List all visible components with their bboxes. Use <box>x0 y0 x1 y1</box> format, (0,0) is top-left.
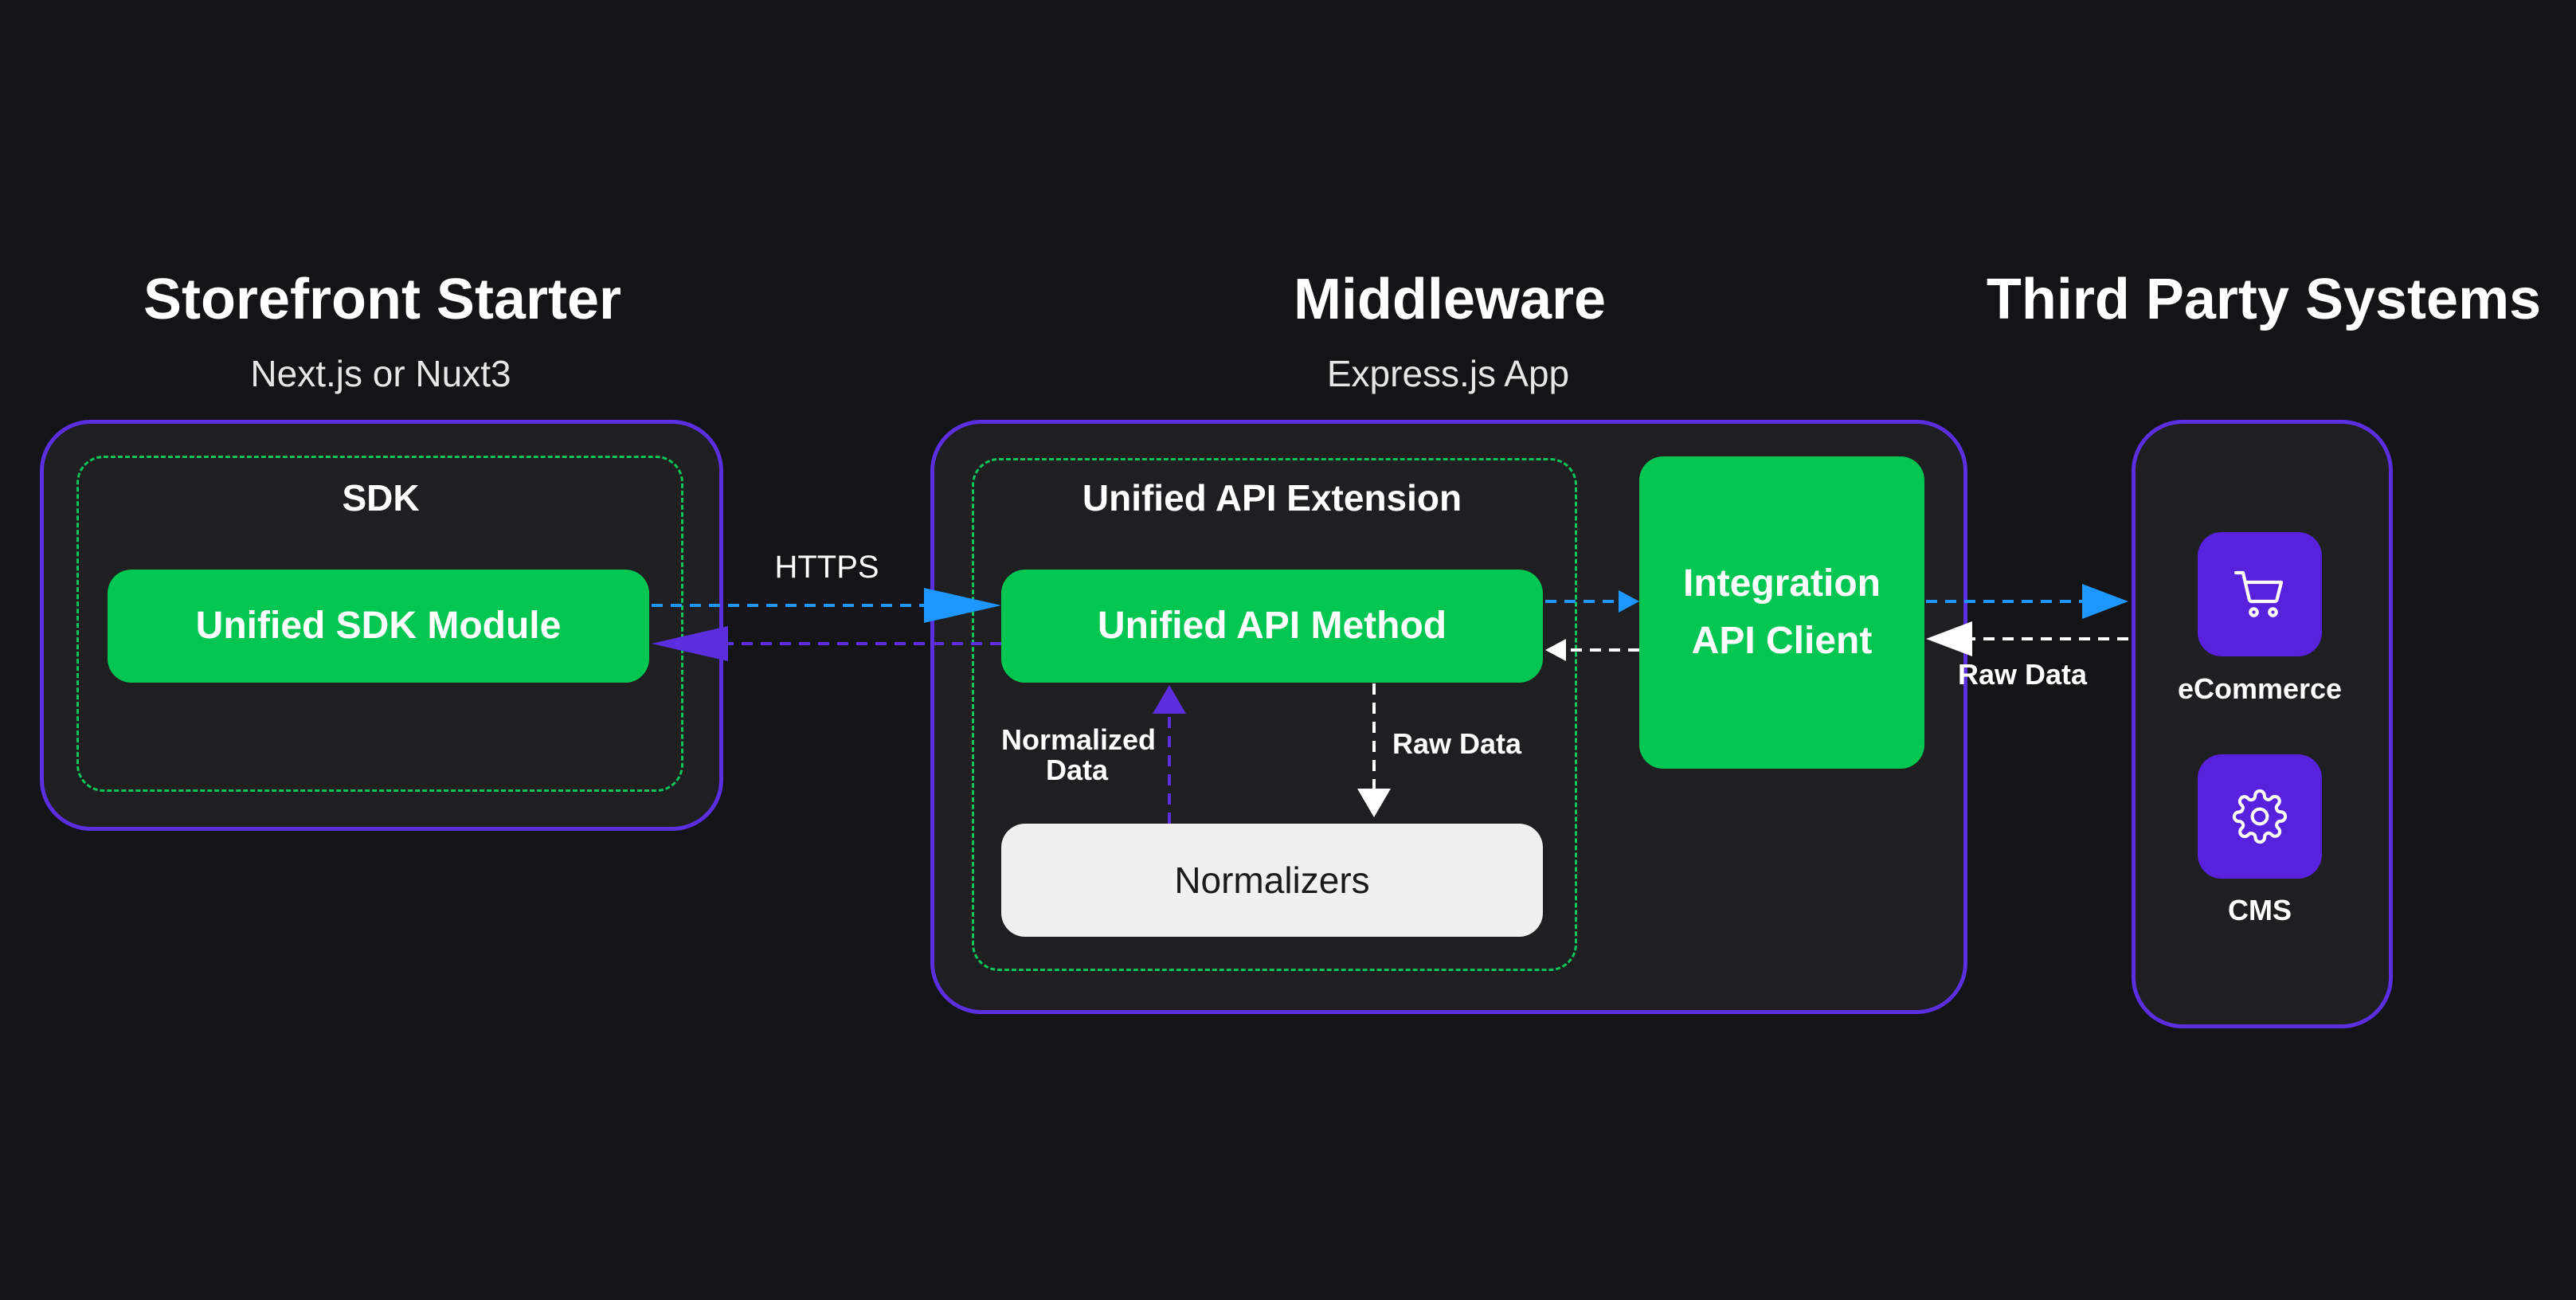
https-label: HTTPS <box>774 550 879 585</box>
client-to-method-arrowhead <box>1545 639 1566 661</box>
third-party-container <box>2132 420 2393 1028</box>
raw-data-external-label: Raw Data <box>1958 658 2088 691</box>
unified-api-method-label: Unified API Method <box>1097 605 1447 647</box>
gear-icon <box>2232 789 2288 844</box>
middleware-subtitle: Express.js App <box>1326 353 1570 394</box>
client-to-third-party-arrowhead <box>2082 584 2128 619</box>
normalizers-box: Normalizers <box>1001 824 1543 937</box>
sdk-container <box>76 456 683 792</box>
integration-api-client-line1: Integration <box>1683 562 1881 605</box>
normalizers-to-method-arrowhead <box>1153 685 1186 714</box>
normalized-data-line2: Data <box>1045 753 1109 786</box>
sdk-label: SDK <box>342 477 420 519</box>
https-request-arrowhead <box>924 588 1001 623</box>
integration-api-client: Integration API Client <box>1639 456 1924 769</box>
cart-icon <box>2233 570 2284 617</box>
ecommerce-label: eCommerce <box>2177 672 2343 705</box>
third-party-title: Third Party Systems <box>1986 268 2542 331</box>
method-to-normalizers-arrowhead <box>1357 789 1391 817</box>
unified-api-extension-container <box>972 458 1577 971</box>
unified-sdk-module-label: Unified SDK Module <box>195 605 562 647</box>
method-to-client-arrowhead <box>1619 590 1639 613</box>
unified-sdk-module: Unified SDK Module <box>108 570 649 683</box>
middleware-title: Middleware <box>1293 268 1607 331</box>
normalized-data-line1: Normalized <box>1001 723 1157 756</box>
third-party-to-client-arrowhead <box>1926 621 1972 656</box>
normalized-data-label: Normalized Data <box>1001 723 1157 786</box>
cms-label: CMS <box>2228 894 2292 926</box>
storefront-subtitle: Next.js or Nuxt3 <box>250 353 511 394</box>
storefront-title: Storefront Starter <box>143 268 622 331</box>
ecommerce-tile <box>2198 532 2322 656</box>
cms-tile <box>2198 754 2322 879</box>
https-response-arrowhead <box>652 626 728 661</box>
integration-api-client-line2: API Client <box>1691 620 1873 662</box>
unified-api-extension-label: Unified API Extension <box>1082 477 1462 519</box>
unified-api-method: Unified API Method <box>1001 570 1543 683</box>
normalizers-label: Normalizers <box>1174 859 1370 901</box>
raw-data-internal-label: Raw Data <box>1392 727 1522 760</box>
